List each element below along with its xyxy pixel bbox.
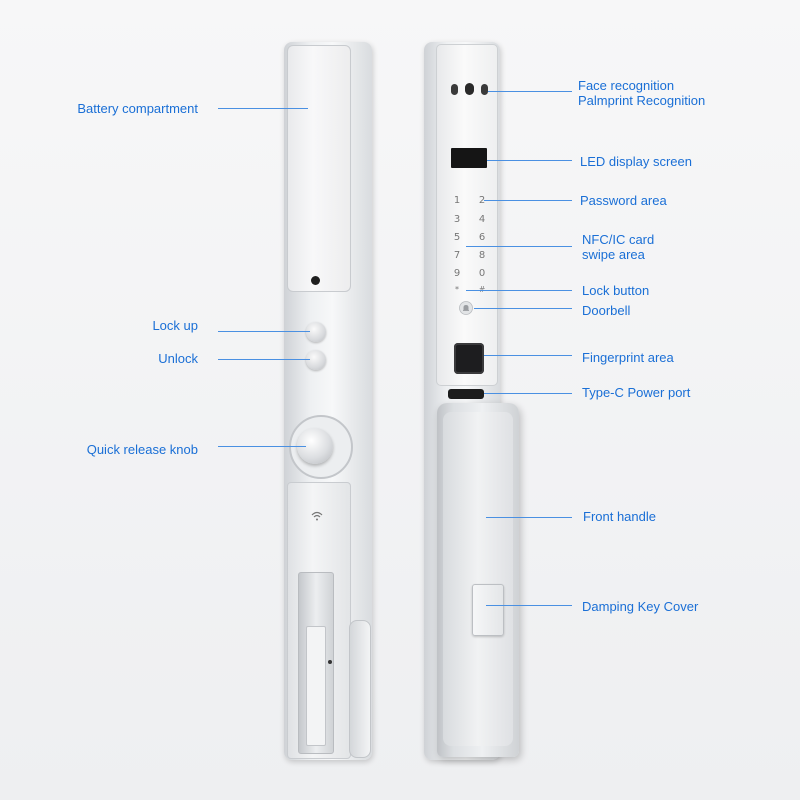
label-type-c-power-port: Type-C Power port bbox=[582, 385, 691, 400]
key-9[interactable]: 9 bbox=[453, 268, 461, 279]
leader-fingerprint bbox=[484, 355, 572, 356]
label-face-recognition: Face recognition bbox=[578, 78, 675, 93]
label-battery-compartment: Battery compartment bbox=[77, 101, 198, 116]
battery-cover bbox=[287, 45, 351, 292]
key-2[interactable]: 2 bbox=[478, 195, 486, 206]
leader-lock-up bbox=[218, 331, 310, 332]
wifi-icon bbox=[311, 511, 323, 521]
leader-doorbell bbox=[474, 308, 572, 309]
key-0[interactable]: 0 bbox=[478, 268, 486, 279]
key-6[interactable]: 6 bbox=[478, 232, 486, 243]
face-camera-right bbox=[481, 84, 488, 95]
label-lock-up: Lock up bbox=[152, 318, 198, 333]
leader-lock-button bbox=[466, 290, 572, 291]
label-unlock: Unlock bbox=[158, 351, 198, 366]
leader-type-c bbox=[484, 393, 572, 394]
key-hash[interactable]: # bbox=[476, 285, 488, 294]
rear-handle-latch-dot bbox=[328, 660, 332, 664]
face-camera-left bbox=[451, 84, 458, 95]
rear-handle-slot bbox=[306, 626, 326, 746]
key-7[interactable]: 7 bbox=[453, 250, 461, 261]
leader-front-handle bbox=[486, 517, 572, 518]
leader-unlock bbox=[218, 359, 310, 360]
front-handle-face bbox=[443, 412, 513, 746]
leader-battery bbox=[218, 108, 308, 109]
leader-knob bbox=[218, 446, 306, 447]
label-quick-release-knob: Quick release knob bbox=[86, 442, 198, 457]
leader-led bbox=[487, 160, 572, 161]
front-sensor-panel bbox=[436, 44, 498, 386]
leader-nfc bbox=[466, 246, 572, 247]
fingerprint-sensor[interactable] bbox=[454, 343, 484, 374]
label-nfc-card: NFC/IC card bbox=[582, 232, 655, 247]
label-led-display-screen: LED display screen bbox=[580, 154, 692, 169]
type-c-port bbox=[448, 389, 484, 399]
key-3[interactable]: 3 bbox=[453, 214, 461, 225]
label-doorbell: Doorbell bbox=[582, 303, 631, 318]
leader-damping bbox=[486, 605, 572, 606]
label-swipe-area: swipe area bbox=[582, 247, 645, 262]
damping-key-cover[interactable] bbox=[472, 584, 504, 636]
label-damping-key-cover: Damping Key Cover bbox=[582, 599, 699, 614]
bell-icon[interactable] bbox=[459, 301, 473, 315]
rear-side-bracket bbox=[349, 620, 371, 758]
key-1[interactable]: 1 bbox=[453, 195, 461, 206]
lock-up-button[interactable] bbox=[306, 322, 326, 342]
label-palmprint-recognition: Palmprint Recognition bbox=[578, 93, 706, 108]
battery-cover-latch-hole bbox=[311, 276, 320, 285]
label-lock-button: Lock button bbox=[582, 283, 650, 298]
key-5[interactable]: 5 bbox=[453, 232, 461, 243]
key-4[interactable]: 4 bbox=[478, 214, 486, 225]
label-fingerprint-area: Fingerprint area bbox=[582, 350, 674, 365]
leader-face bbox=[488, 91, 572, 92]
label-password-area: Password area bbox=[580, 193, 667, 208]
face-camera-center bbox=[465, 83, 474, 95]
label-front-handle: Front handle bbox=[583, 509, 656, 524]
key-8[interactable]: 8 bbox=[478, 250, 486, 261]
led-display-screen bbox=[451, 148, 487, 168]
leader-password bbox=[484, 200, 572, 201]
unlock-button[interactable] bbox=[306, 350, 326, 370]
key-star[interactable]: * bbox=[455, 285, 459, 294]
